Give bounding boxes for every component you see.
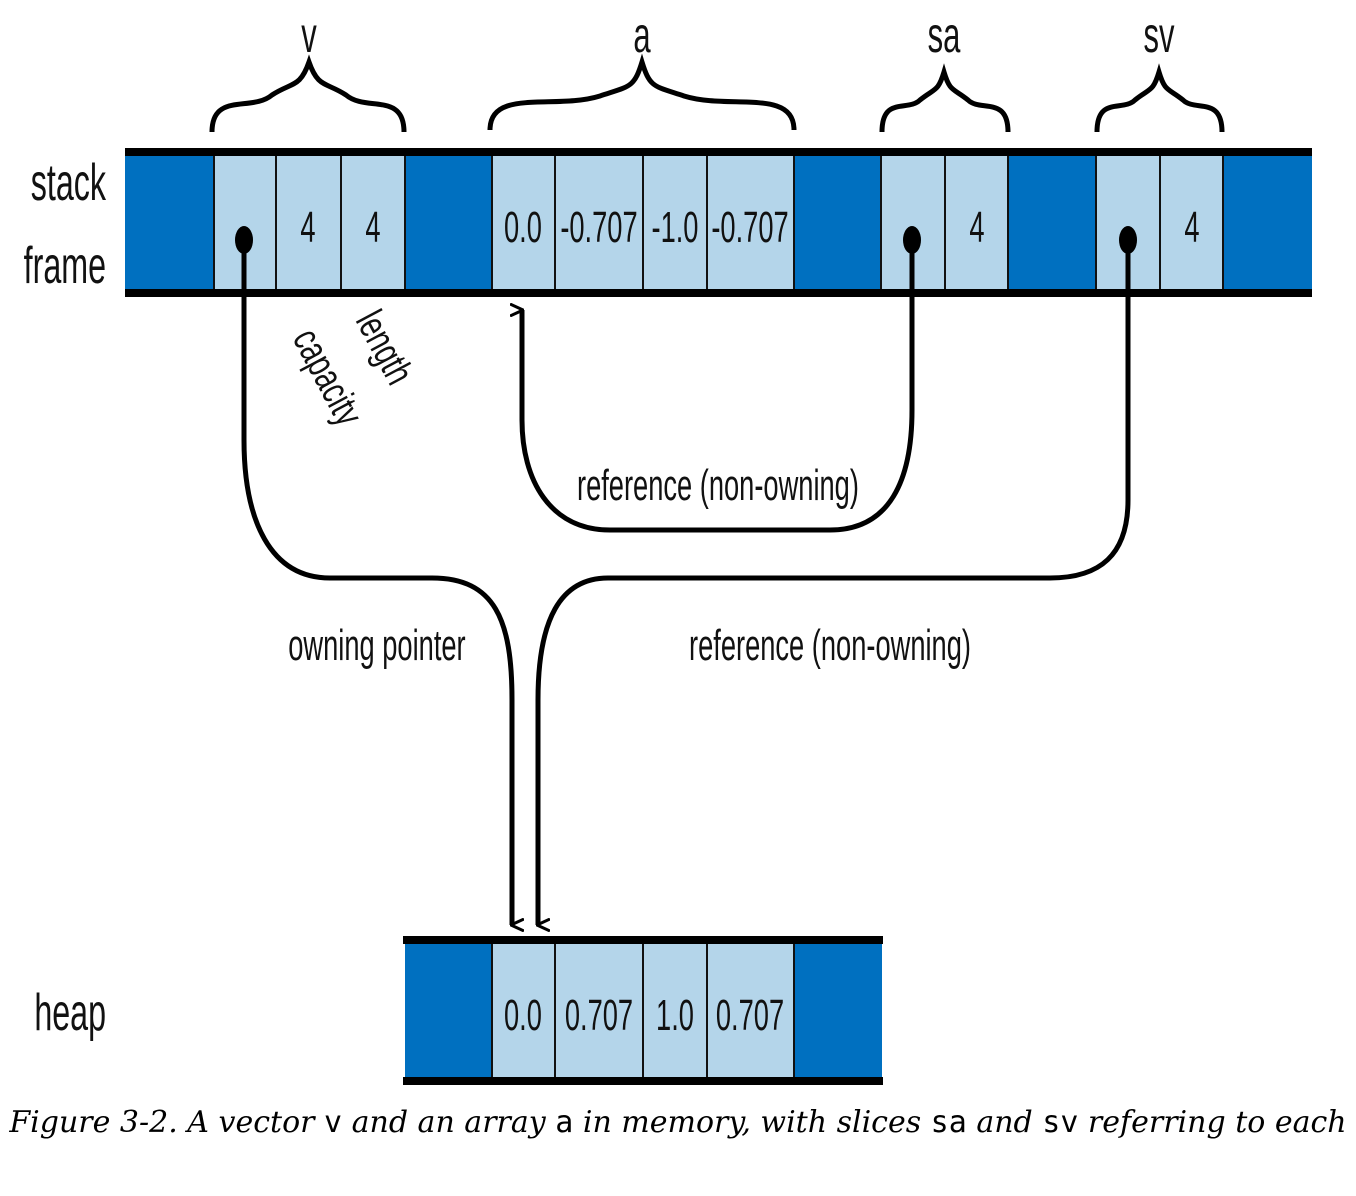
arrow-label-ref-sa: reference (non-owning) bbox=[577, 460, 859, 509]
sa-length-cell bbox=[944, 151, 1009, 294]
a-value-0: 0.0 bbox=[504, 202, 542, 251]
v-capacity-value: 4 bbox=[300, 202, 315, 251]
caption-v: v bbox=[324, 1105, 343, 1140]
heap-value-0: 0.0 bbox=[504, 990, 542, 1039]
heap-bottom-rail bbox=[403, 1077, 883, 1085]
row-label-stack: stack bbox=[31, 154, 107, 212]
heap-value-3: 0.707 bbox=[716, 990, 784, 1039]
figure-caption: Figure 3-2. A vector v and an array a in… bbox=[0, 1104, 1356, 1142]
brace-v bbox=[209, 54, 407, 133]
caption-prefix: Figure 3-2. A vector bbox=[9, 1105, 325, 1140]
heap-block: 0.0 0.707 1.0 0.707 bbox=[403, 936, 883, 1085]
stack-frame: 4 4 0.0 -0.707 -1.0 -0.707 4 4 bbox=[125, 148, 1312, 297]
brace-label-v: v bbox=[301, 6, 317, 62]
field-label-length: length bbox=[347, 304, 422, 392]
owning-pointer-arrow bbox=[241, 240, 512, 925]
a-value-3: -0.707 bbox=[711, 202, 788, 251]
brace-label-sa: sa bbox=[928, 6, 961, 62]
stack-bottom-rail bbox=[125, 289, 1312, 297]
caption-a: a bbox=[555, 1105, 574, 1140]
brace-sv bbox=[1094, 63, 1225, 133]
a-value-1: -0.707 bbox=[560, 202, 637, 251]
brace-label-sv: sv bbox=[1144, 6, 1175, 62]
sa-length-value: 4 bbox=[969, 202, 984, 251]
v-length-value: 4 bbox=[365, 202, 380, 251]
memory-diagram: 4 4 0.0 -0.707 -1.0 -0.707 4 4 v a sa sv… bbox=[24, 6, 1312, 1085]
a-cell-3 bbox=[706, 151, 795, 294]
caption-suffix: referring to each bbox=[1078, 1105, 1347, 1140]
caption-sa: sa bbox=[930, 1105, 967, 1140]
v-length-cell bbox=[340, 151, 406, 294]
heap-value-2: 1.0 bbox=[656, 990, 694, 1039]
brace-a bbox=[487, 53, 797, 131]
arrows bbox=[241, 240, 1131, 925]
caption-mid3: and bbox=[966, 1105, 1043, 1140]
arrow-label-ref-sv: reference (non-owning) bbox=[689, 620, 971, 669]
sa-reference-arrow bbox=[522, 240, 915, 533]
heap-value-1: 0.707 bbox=[565, 990, 633, 1039]
sv-length-value: 4 bbox=[1184, 202, 1199, 251]
caption-mid2: in memory, with slices bbox=[573, 1105, 931, 1140]
braces bbox=[209, 53, 1225, 133]
row-label-heap: heap bbox=[34, 984, 106, 1042]
caption-mid1: and an array bbox=[342, 1105, 556, 1140]
stack-top-rail bbox=[125, 148, 1312, 156]
brace-label-a: a bbox=[633, 6, 651, 62]
a-value-2: -1.0 bbox=[651, 202, 698, 251]
heap-top-rail bbox=[403, 936, 883, 944]
row-label-frame: frame bbox=[24, 237, 106, 295]
brace-sa bbox=[879, 63, 1011, 133]
heap-cell-3 bbox=[706, 939, 795, 1082]
sv-reference-arrow bbox=[535, 240, 1131, 925]
arrow-label-owning: owning pointer bbox=[288, 620, 465, 669]
caption-sv: sv bbox=[1042, 1105, 1079, 1140]
